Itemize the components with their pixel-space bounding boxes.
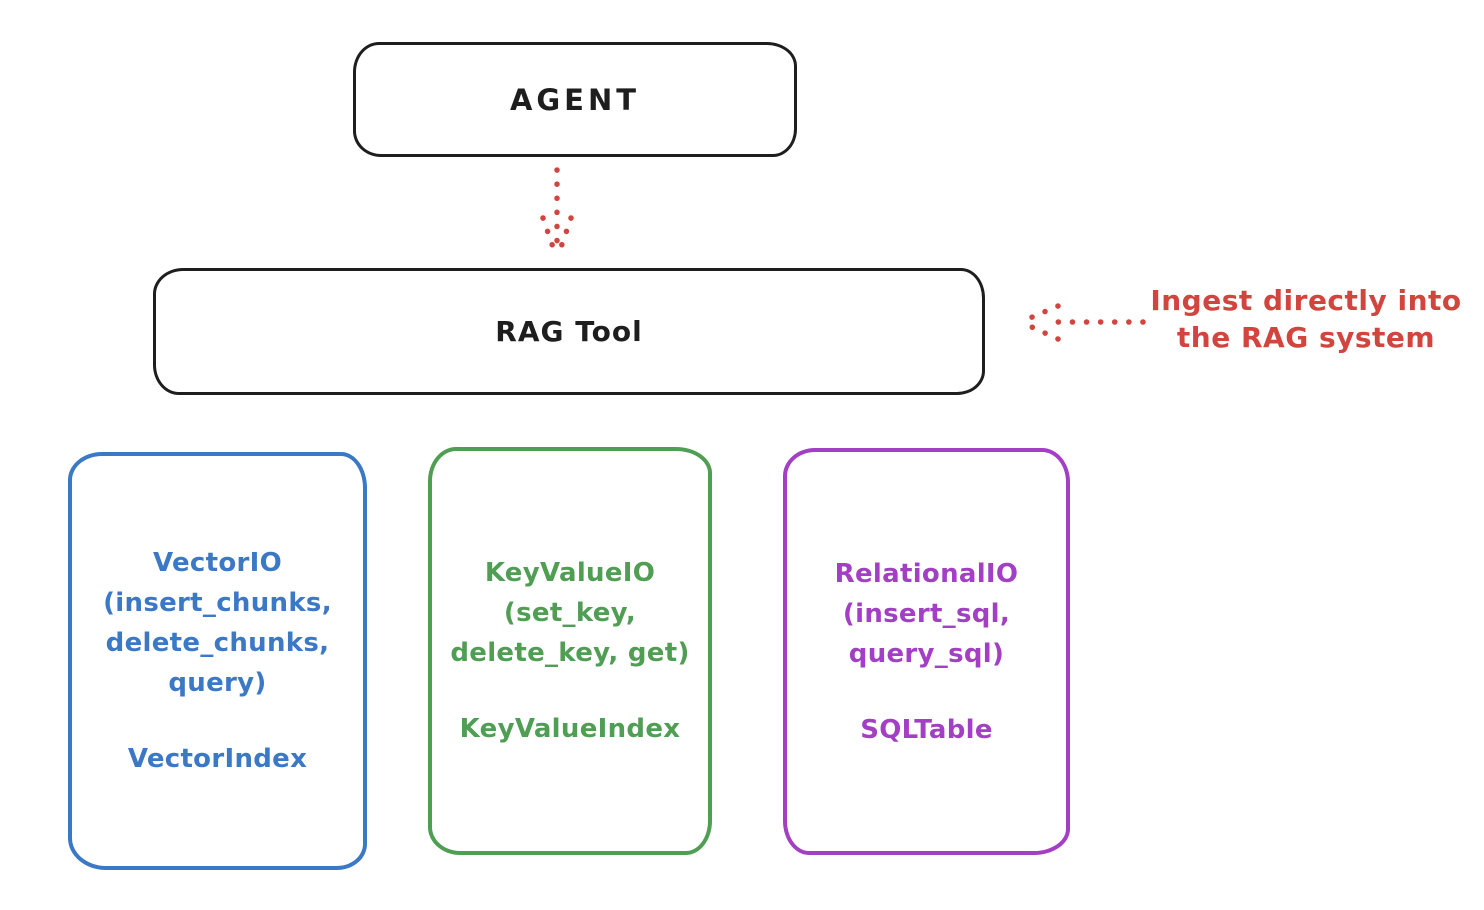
agent-box: AGENT <box>353 42 797 157</box>
relational-io-box: RelationalIO (insert_sql, query_sql) SQL… <box>783 448 1070 855</box>
relational-io-methods-line2: query_sql) <box>848 638 1005 669</box>
relational-io-methods-line1: (insert_sql, <box>842 598 1011 629</box>
rag-tool-box: RAG Tool <box>153 268 985 395</box>
keyvalue-io-box: KeyValueIO (set_key, delete_key, get) Ke… <box>428 447 712 855</box>
vector-io-methods-line1: (insert_chunks, <box>103 588 332 618</box>
keyvalue-index-label: KeyValueIndex <box>459 714 681 744</box>
ingest-annotation: Ingest directly into the RAG system <box>1134 282 1478 356</box>
vector-io-methods-line2: delete_chunks, <box>105 628 330 658</box>
agent-label: AGENT <box>509 82 641 117</box>
keyvalue-io-methods-line2: delete_key, get) <box>450 638 690 668</box>
keyvalue-io-methods-line1: (set_key, <box>503 598 637 628</box>
dotted-down-arrow-icon <box>540 167 574 259</box>
relational-io-title: RelationalIO <box>834 558 1019 589</box>
keyvalue-io-title: KeyValueIO <box>484 558 656 588</box>
vector-io-title: VectorIO <box>152 548 283 578</box>
vector-io-box: VectorIO (insert_chunks, delete_chunks, … <box>68 452 367 870</box>
sql-table-label: SQLTable <box>860 714 993 745</box>
ingest-annotation-line1: Ingest directly into <box>1150 284 1462 317</box>
rag-tool-label: RAG Tool <box>495 315 643 348</box>
ingest-annotation-line2: the RAG system <box>1176 321 1436 354</box>
vector-index-label: VectorIndex <box>127 744 308 774</box>
vector-io-methods-line3: query) <box>168 668 267 698</box>
dotted-left-arrow-icon <box>1020 303 1146 342</box>
